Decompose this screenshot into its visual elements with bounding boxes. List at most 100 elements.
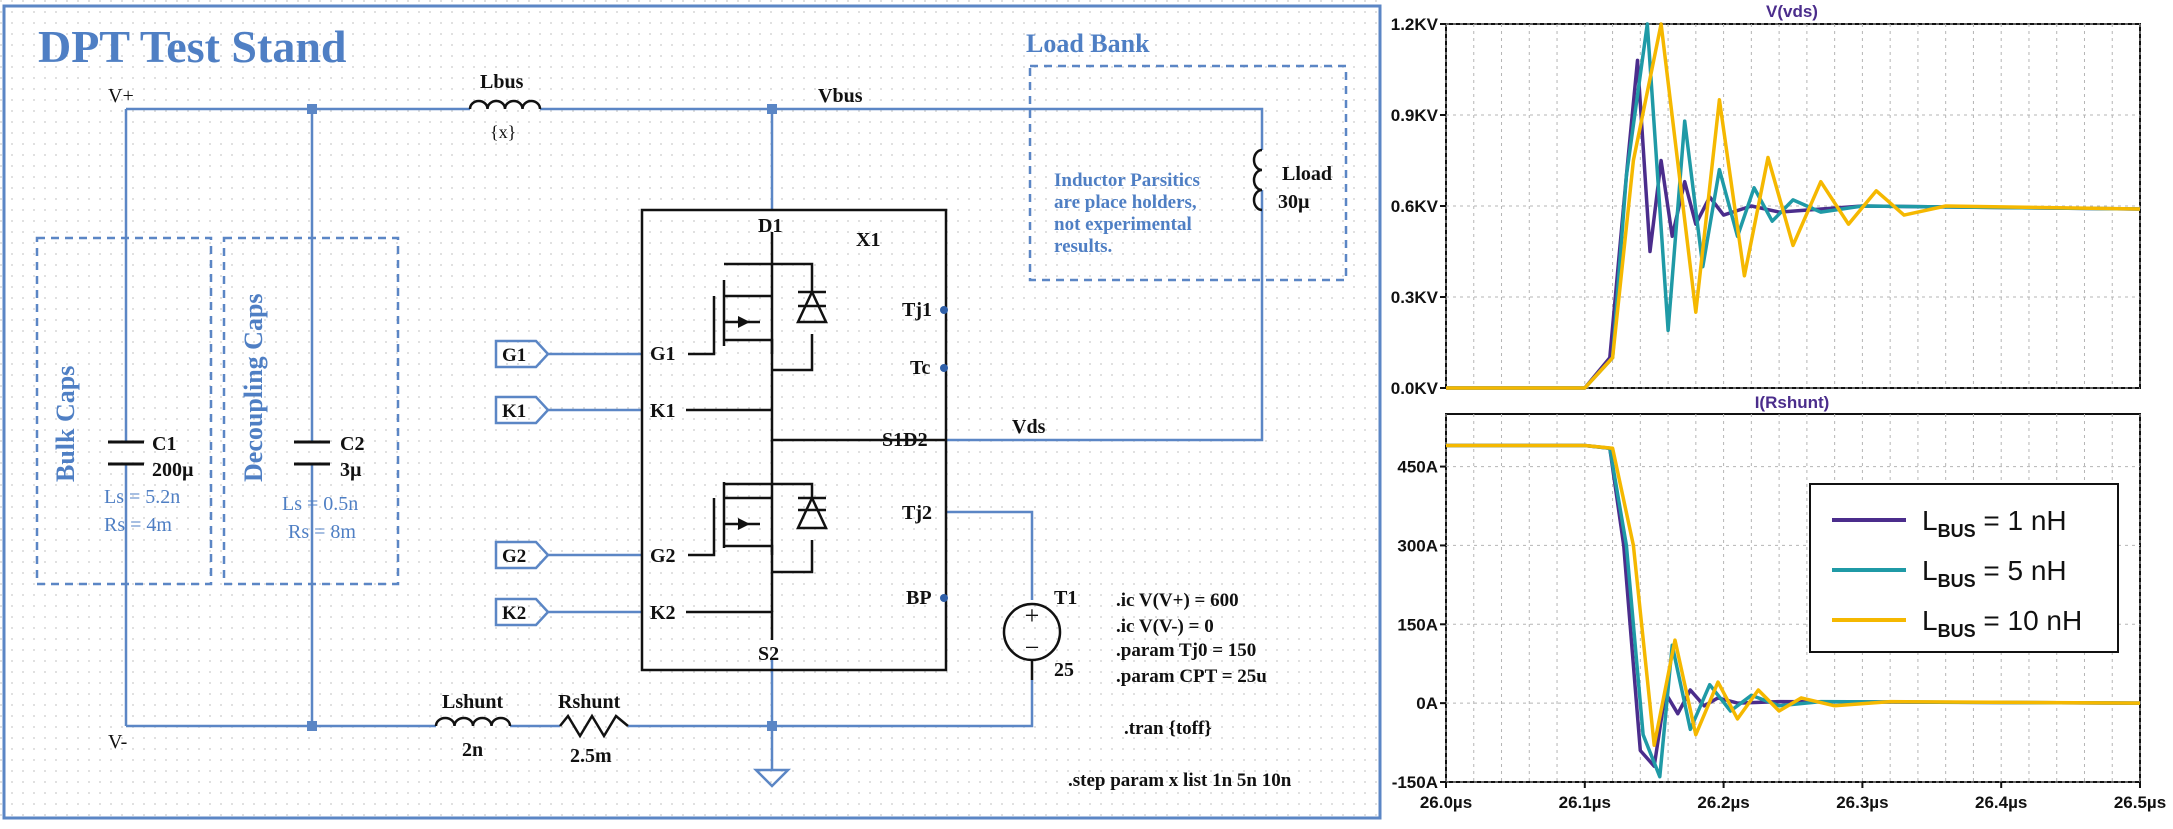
y-tick-label: 0A	[1416, 694, 1438, 713]
schematic-canvas: DPT Test Stand V+ V-	[0, 0, 1386, 824]
mosfet-pair	[686, 232, 946, 640]
x-tick-label: 26.0µs	[1420, 793, 1472, 812]
lbus-name: Lbus	[480, 71, 524, 93]
y-tick-label: -150A	[1392, 773, 1438, 792]
port-g2: G2	[502, 546, 526, 567]
x-tick-label: 26.1µs	[1559, 793, 1611, 812]
load-bank-box	[1028, 64, 1348, 282]
lbus-value: {x}	[490, 122, 516, 142]
note-line-2: are place holders,	[1054, 192, 1197, 213]
pin-k2: K2	[650, 602, 676, 624]
waveform-panel: V(vds) 0.0KV 0.3KV 0.6KV 0.9KV 1.2KV I(Rshun…	[1386, 0, 2173, 824]
c1-rs: Rs = 4m	[104, 514, 172, 536]
y-tick-label: 300A	[1397, 536, 1438, 555]
y-tick-label: 0.9KV	[1391, 106, 1439, 125]
chart-legend: LBUS = 1 nH LBUS = 5 nH LBUS = 10 nH	[1809, 483, 2119, 653]
svg-text:+: +	[1025, 601, 1040, 630]
inductor-lload: Lload 30µ	[1252, 148, 1332, 213]
waveform-canvas: V(vds) 0.0KV 0.3KV 0.6KV 0.9KV 1.2KV I(Rshun…	[1391, 2, 2166, 812]
c2-value: 3µ	[340, 459, 362, 481]
legend-label: LBUS = 10 nH	[1922, 605, 2082, 641]
pin-tj2: Tj2	[902, 502, 932, 524]
wire-top-right	[540, 107, 1264, 150]
vds-label: Vds	[1012, 416, 1046, 438]
directive-2: .ic V(V-) = 0	[1116, 616, 1214, 637]
port-g1: G1	[502, 345, 526, 366]
c2-rs: Rs = 8m	[288, 521, 356, 543]
ground-icon	[752, 768, 792, 788]
vbus-label: Vbus	[818, 85, 863, 107]
directive-6: .step param x list 1n 5n 10n	[1068, 770, 1292, 791]
y-tick-label: 0.6KV	[1391, 197, 1439, 216]
schematic-frame	[2, 4, 1382, 820]
gate-ports	[494, 339, 550, 627]
bulk-caps-box	[35, 236, 213, 586]
chart-vds-y-ticks: 0.0KV 0.3KV 0.6KV 0.9KV 1.2KV	[1391, 15, 1446, 398]
junctions	[307, 104, 777, 731]
x1-name: X1	[856, 229, 880, 251]
t1-name: T1	[1054, 587, 1077, 609]
note-line-4: results.	[1054, 236, 1112, 257]
directive-5: .tran {toff}	[1124, 718, 1212, 739]
pin-d1: D1	[758, 215, 782, 237]
pin-tj1: Tj1	[902, 299, 932, 321]
parasitics-note: Inductor Parsitics are place holders, no…	[1054, 170, 1200, 257]
capacitor-c2: C2 3µ Ls = 0.5n Rs = 8m	[282, 433, 364, 543]
x-tick-label: 26.5µs	[2114, 793, 2166, 812]
x-tick-label: 26.3µs	[1836, 793, 1888, 812]
x-tick-label: 26.4µs	[1975, 793, 2027, 812]
series-line	[1446, 22, 2141, 390]
wires	[124, 107, 1264, 770]
lload-name: Lload	[1282, 163, 1332, 185]
y-tick-label: 0.0KV	[1391, 379, 1439, 398]
resistor-rshunt: Rshunt 2.5m	[558, 691, 629, 767]
c1-ls: Ls = 5.2n	[104, 486, 180, 508]
pin-g1: G1	[650, 343, 676, 365]
chart-irshunt-y-ticks: -150A 0A 150A 300A 450A	[1392, 458, 1446, 792]
directive-3: .param Tj0 = 150	[1116, 640, 1256, 661]
y-tick-label: 150A	[1397, 615, 1438, 634]
rshunt-name: Rshunt	[558, 691, 621, 713]
c2-ls: Ls = 0.5n	[282, 493, 358, 515]
t1-value: 25	[1054, 659, 1074, 681]
y-tick-label: 450A	[1397, 458, 1438, 477]
pin-bp: BP	[906, 587, 932, 609]
inductor-lshunt: Lshunt 2n	[434, 691, 512, 761]
grid-background	[0, 0, 1386, 824]
pin-tc: Tc	[910, 357, 931, 379]
bulk-caps-title: Bulk Caps	[51, 366, 80, 482]
voltage-source-t1: + − T1 25	[1002, 587, 1077, 681]
c1-name: C1	[152, 433, 176, 455]
lshunt-value: 2n	[462, 739, 483, 761]
y-tick-label: 0.3KV	[1391, 288, 1439, 307]
series-line	[1446, 443, 2141, 747]
directive-1: .ic V(V+) = 600	[1116, 590, 1239, 611]
pin-g2: G2	[650, 545, 676, 567]
port-k1: K1	[502, 401, 526, 422]
spice-directives: .ic V(V+) = 600 .ic V(V-) = 0 .param Tj0…	[1068, 590, 1292, 791]
schematic-panel: DPT Test Stand V+ V-	[0, 0, 1386, 824]
c1-value: 200µ	[152, 459, 194, 481]
vplus-label: V+	[108, 85, 134, 107]
schematic-title: DPT Test Stand	[38, 21, 347, 72]
y-tick-label: 1.2KV	[1391, 15, 1439, 34]
series-line	[1446, 22, 2141, 390]
port-k2: K2	[502, 603, 526, 624]
x-tick-label: 26.2µs	[1697, 793, 1749, 812]
directive-4: .param CPT = 25u	[1116, 666, 1267, 687]
chart-vds-title: V(vds)	[1766, 2, 1818, 21]
decoupling-caps-title: Decoupling Caps	[239, 293, 268, 482]
load-bank-title: Load Bank	[1026, 29, 1150, 58]
pin-s2: S2	[758, 643, 779, 665]
chart-irshunt-title: I(Rshunt)	[1755, 393, 1830, 412]
inductor-lbus: Lbus {x}	[468, 71, 542, 142]
chart-x-ticks: 26.0µs 26.1µs 26.2µs 26.3µs 26.4µs 26.5µs	[1420, 782, 2166, 812]
chart-irshunt-series	[1446, 443, 2141, 779]
decoupling-caps-box	[222, 236, 400, 586]
capacitor-c1: C1 200µ Ls = 5.2n Rs = 4m	[104, 433, 194, 536]
chart-vds-series	[1446, 22, 2141, 390]
legend-label: LBUS = 1 nH	[1922, 505, 2067, 541]
legend-label: LBUS = 5 nH	[1922, 555, 2067, 591]
lload-value: 30µ	[1278, 191, 1310, 213]
note-line-1: Inductor Parsitics	[1054, 170, 1200, 191]
